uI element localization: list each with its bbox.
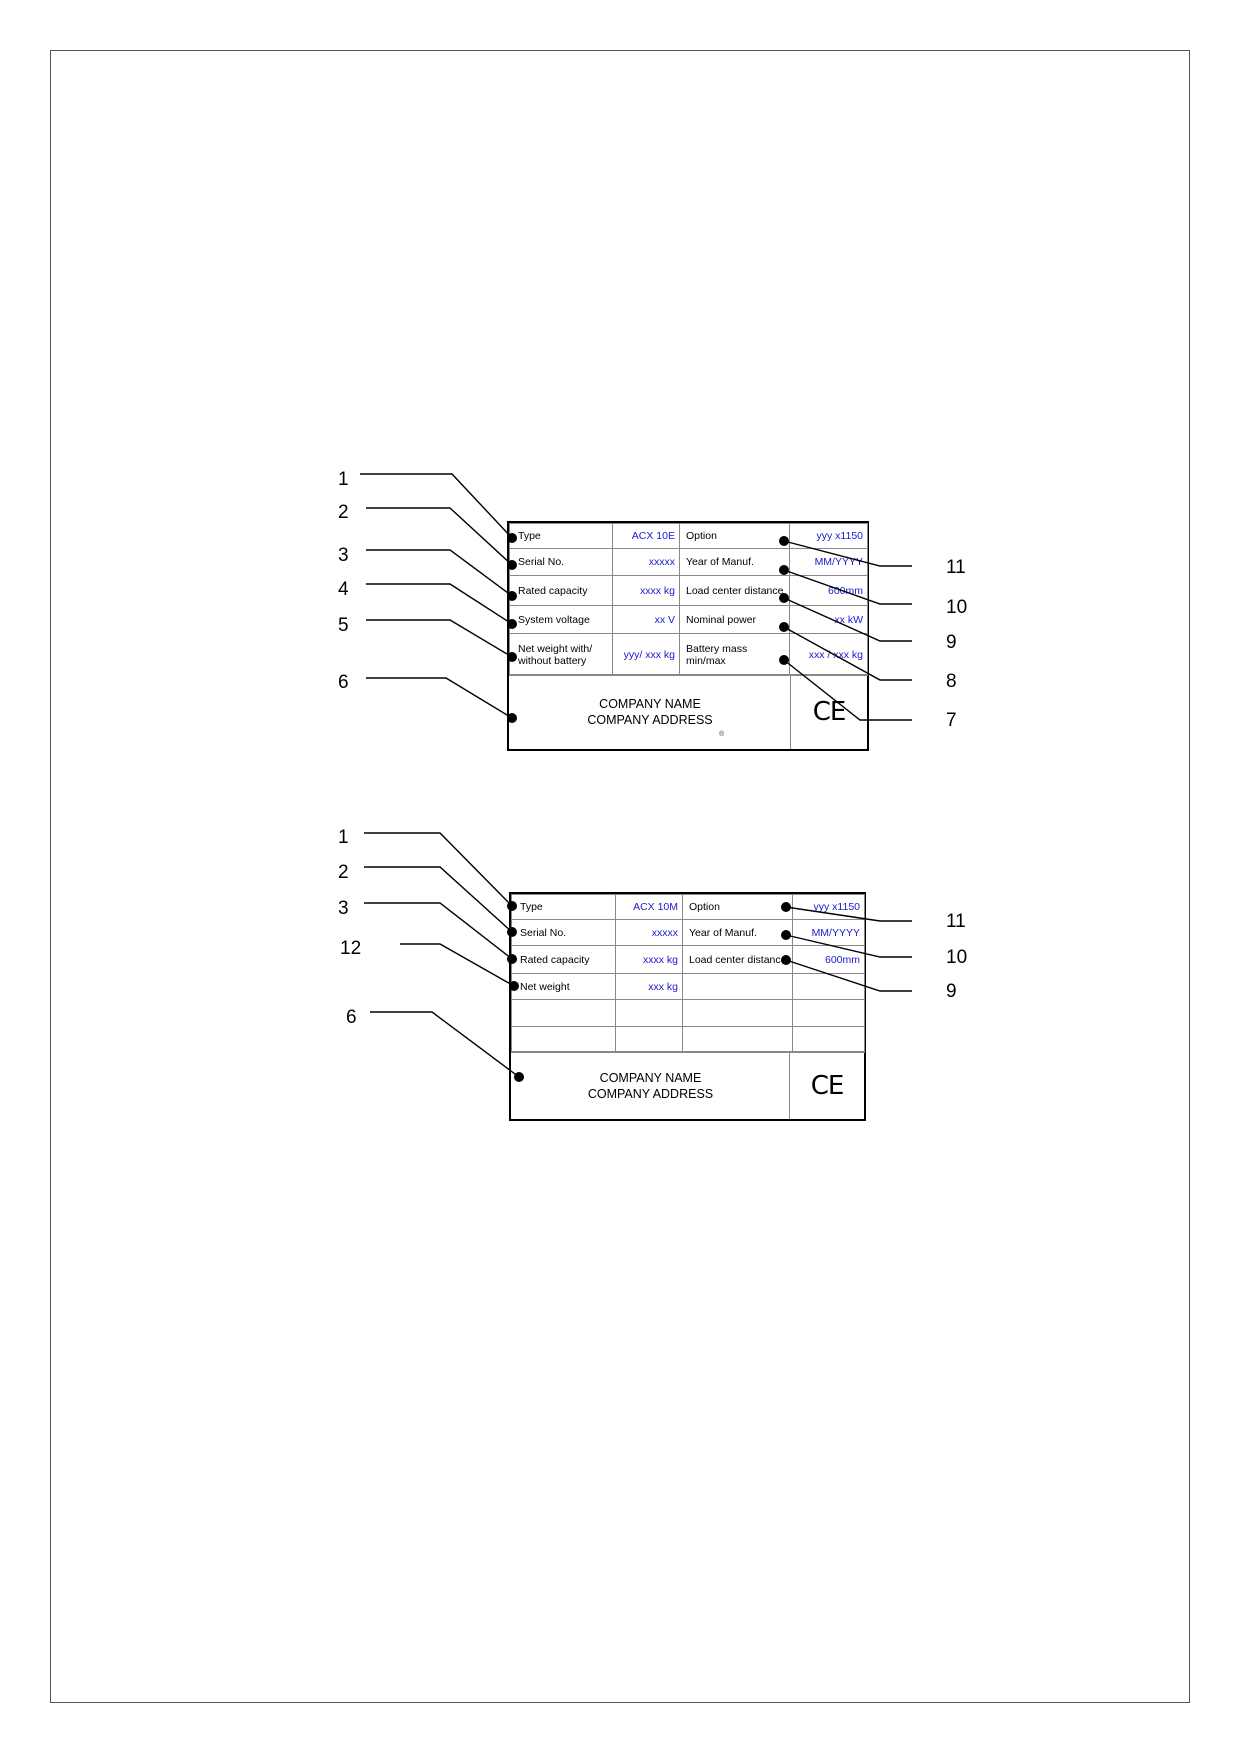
callout-number: 11 (946, 557, 966, 578)
callout-number: 10 (946, 597, 968, 618)
value-rated-capacity: xxxx kg (615, 945, 683, 974)
callout-number: 9 (946, 981, 957, 1002)
callout-number: 7 (946, 710, 957, 731)
value-net-weight: yyy/ xxx kg (612, 633, 680, 676)
value-load-center-distance: 600mm (792, 945, 865, 974)
empty-cell (792, 973, 865, 1000)
callout-number: 11 (946, 911, 966, 932)
label-battery-mass: Battery mass min/max (679, 633, 790, 676)
company-block: COMPANY NAME COMPANY ADDRESS (511, 1052, 790, 1119)
value-battery-mass: xxx / xxx kg (789, 633, 868, 676)
label-rated-capacity: Rated capacity (509, 575, 613, 606)
callout-number: 2 (338, 862, 349, 883)
label-load-center-distance: Load center distance (679, 575, 790, 606)
callout-number: 2 (338, 502, 349, 523)
callout-number: 6 (346, 1007, 357, 1028)
empty-cell (682, 999, 793, 1027)
value-year-of-manuf: MM/YYYY (792, 919, 865, 946)
company-name: COMPANY NAME (599, 697, 701, 711)
callout-number: 10 (946, 947, 968, 968)
callout-number: 4 (338, 579, 349, 600)
empty-cell (792, 999, 865, 1027)
label-nominal-power: Nominal power (679, 605, 790, 634)
nameplate-footer: COMPANY NAME COMPANY ADDRESS ® CE (509, 674, 867, 749)
page-border (50, 50, 1190, 1703)
callout-number: 5 (338, 615, 349, 636)
label-type: Type (511, 894, 616, 920)
label-load-center-distance: Load center distance (682, 945, 793, 974)
ce-mark: CE (790, 675, 867, 749)
label-year-of-manuf: Year of Manuf. (679, 548, 790, 576)
empty-cell (682, 973, 793, 1000)
callout-number: 8 (946, 671, 957, 692)
callout-number: 6 (338, 672, 349, 693)
empty-cell (615, 999, 683, 1027)
table-row: Type ACX 10M Option yyy x1150 (511, 894, 865, 920)
nameplate-footer: COMPANY NAME COMPANY ADDRESS CE (511, 1051, 864, 1119)
table-row: Rated capacity xxxx kg Load center dista… (511, 945, 865, 974)
nameplate-electric-table: Type ACX 10E Option yyy x1150 Serial No.… (509, 523, 868, 676)
callout-number: 1 (338, 469, 349, 490)
empty-cell (615, 1026, 683, 1053)
table-row: Net weight with/ without battery yyy/ xx… (509, 633, 868, 676)
table-row (511, 1026, 865, 1053)
company-name: COMPANY NAME (599, 1070, 702, 1085)
registered-mark: ® (719, 731, 725, 738)
label-net-weight: Net weight with/ without battery (509, 633, 613, 676)
table-row: System voltage xx V Nominal power xx kW (509, 605, 868, 634)
company-address: COMPANY ADDRESS (587, 713, 713, 727)
value-net-weight: xxx kg (615, 973, 683, 1000)
callout-number: 3 (338, 545, 349, 566)
company-block: COMPANY NAME COMPANY ADDRESS (509, 675, 791, 749)
label-option: Option (682, 894, 793, 920)
company-address: COMPANY ADDRESS (587, 1086, 714, 1101)
ce-mark: CE (789, 1052, 864, 1119)
label-system-voltage: System voltage (509, 605, 613, 634)
callout-number: 1 (338, 827, 349, 848)
nameplate-electric: Type ACX 10E Option yyy x1150 Serial No.… (507, 521, 869, 751)
callout-number: 9 (946, 632, 957, 653)
callout-number: 12 (340, 938, 362, 959)
label-option: Option (679, 523, 790, 549)
value-serial-no: xxxxx (615, 919, 683, 946)
nameplate-manual: Type ACX 10M Option yyy x1150 Serial No.… (509, 892, 866, 1121)
value-serial-no: xxxxx (612, 548, 680, 576)
value-option: yyy x1150 (792, 894, 865, 920)
value-year-of-manuf: MM/YYYY (789, 548, 868, 576)
table-row: Rated capacity xxxx kg Load center dista… (509, 575, 868, 606)
nameplate-manual-table: Type ACX 10M Option yyy x1150 Serial No.… (511, 894, 865, 1053)
value-nominal-power: xx kW (789, 605, 868, 634)
empty-cell (792, 1026, 865, 1053)
callout-number: 3 (338, 898, 349, 919)
